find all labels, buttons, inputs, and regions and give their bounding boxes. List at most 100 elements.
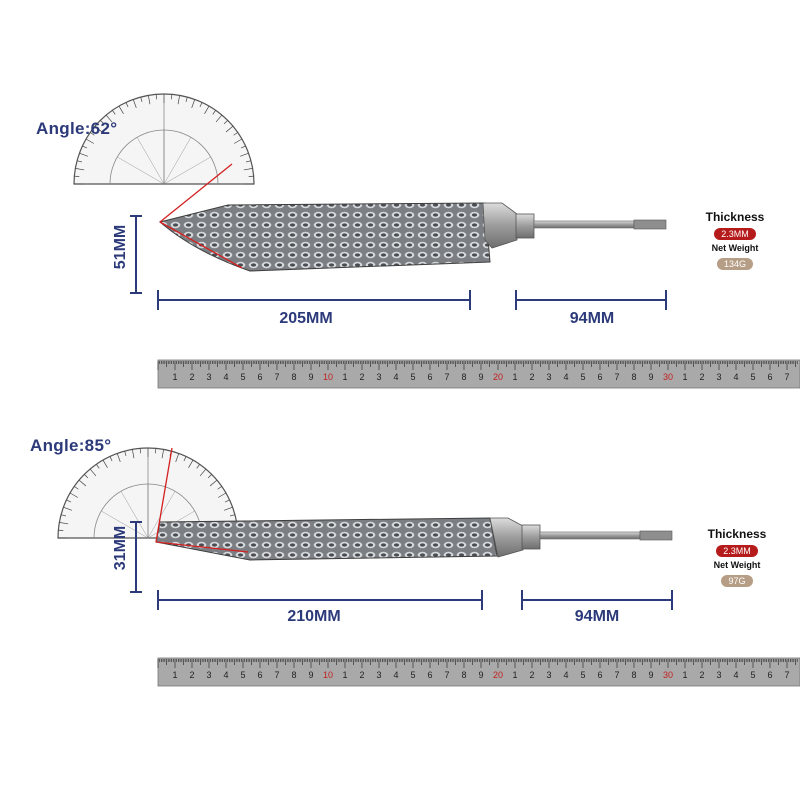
knife-blade [158,202,491,272]
ruler-label: 7 [614,372,619,382]
ruler-label: 2 [529,670,534,680]
knife-collar [521,524,541,550]
ruler-label: 3 [206,670,211,680]
protractor-tick [240,145,246,149]
ruler-label: 4 [393,670,398,680]
angle-label: Angle:62° [36,119,118,138]
thickness-label: Thickness [707,527,767,541]
protractor-tick [217,486,222,490]
angle-indicator [155,447,249,553]
knife-blade [155,517,498,561]
protractor-tick [96,464,100,469]
ruler-label: 1 [512,372,517,382]
ruler-label: 7 [274,372,279,382]
ruler-label: 10 [323,670,333,680]
protractor-tick [76,160,82,163]
protractor-tick [140,96,143,102]
protractor-tick [109,456,113,462]
knife-tang-thread [639,530,673,541]
protractor-tick [60,514,66,517]
protractor-tick [188,459,194,469]
protractor-tick [59,522,69,525]
knife-tang-rod [533,220,635,229]
protractor-tick [124,450,127,456]
protractor-ray [120,491,149,539]
ruler-label: 6 [257,670,262,680]
protractor-tick [191,99,196,109]
ruler-label: 5 [750,372,755,382]
ruler-label: 1 [342,372,347,382]
protractor-tick [66,499,72,503]
ruler-label: 8 [631,372,636,382]
ruler-label: 8 [291,372,296,382]
ruler-label: 5 [410,670,415,680]
knife-tang-rod [539,531,641,540]
handle-length-label: 94MM [569,310,615,327]
protractor-tick [112,110,116,115]
ruler-label: 8 [291,670,296,680]
ruler-label: 9 [648,670,653,680]
protractor-tick [243,168,253,171]
protractor-tick [233,132,238,136]
ruler-label: 2 [359,372,364,382]
ruler-label: 4 [393,372,398,382]
dimension-lines [130,215,667,310]
protractor-tick [177,95,180,105]
protractor-tick [100,120,105,125]
protractor-tick [94,125,103,133]
net-weight-label: Net Weight [711,243,759,253]
ruler-label: 6 [427,372,432,382]
protractor-tick [230,514,236,517]
ruler-label: 1 [342,670,347,680]
protractor-tick [185,96,188,102]
handle-length-label: 94MM [574,608,620,625]
ruler-label: 20 [493,372,503,382]
ruler-label: 20 [493,670,503,680]
ruler-label: 1 [682,670,687,680]
protractor-tick [233,138,243,144]
protractor-tick [223,506,233,511]
ruler-label: 1 [682,372,687,382]
ruler-label: 5 [240,372,245,382]
ruler-label: 2 [359,670,364,680]
knife-tang-thread [633,219,667,230]
protractor-tick [175,453,180,463]
angle-label: Angle:85° [30,436,112,455]
protractor-tick [90,132,95,136]
ruler-label: 2 [189,372,194,382]
ruler-label: 3 [376,372,381,382]
ruler-label: 6 [427,670,432,680]
ruler-label: 4 [223,372,228,382]
protractor [57,447,239,539]
protractor-ray [136,137,165,185]
protractor-tick [78,479,87,487]
protractor-tick [89,468,97,477]
thickness-badge: 2.3MM [714,228,756,240]
protractor-tick [63,506,73,511]
protractor-tick [207,474,212,479]
ruler-label: 7 [444,372,449,382]
ruler-label: 6 [257,372,262,382]
ruler-label: 4 [563,670,568,680]
net-weight-label: Net Weight [713,560,761,570]
ruler-label: 7 [274,670,279,680]
protractor-tick [161,449,164,459]
protractor-tick [199,102,203,108]
protractor-ray [147,491,176,539]
protractor-ray [117,156,165,185]
ruler-label: 8 [461,372,466,382]
ruler-label: 3 [546,372,551,382]
protractor-tick [224,499,230,503]
ruler-label: 6 [767,372,772,382]
spec-box: Thickness 2.3MM Net Weight 134G [685,210,785,272]
ruler-label: 9 [478,670,483,680]
protractor [73,93,255,185]
ruler-label: 8 [461,670,466,680]
protractor-tick [105,114,113,123]
spec-box: Thickness 2.3MM Net Weight 97G [687,527,787,589]
ruler-label: 7 [784,670,789,680]
ruler-label: 6 [597,372,602,382]
